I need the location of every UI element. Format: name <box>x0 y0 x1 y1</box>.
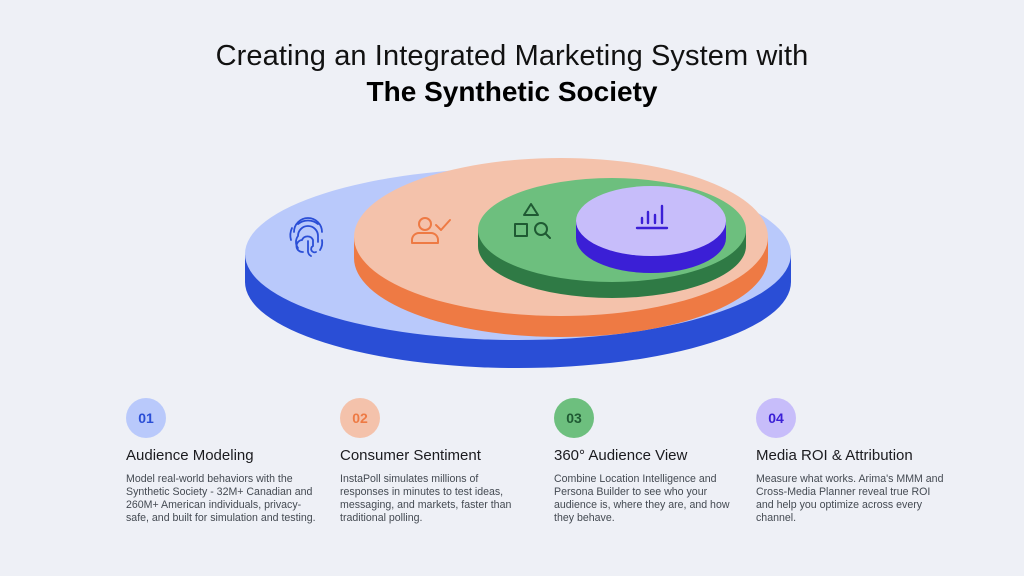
step-audience-modeling: 01 Audience Modeling Model real-world be… <box>126 398 316 525</box>
step-consumer-sentiment: 02 Consumer Sentiment InstaPoll simulate… <box>340 398 530 525</box>
page-title: Creating an Integrated Marketing System … <box>0 38 1024 110</box>
step-audience-view: 03 360° Audience View Combine Location I… <box>554 398 744 525</box>
layer-media-roi-top <box>576 186 726 256</box>
step-badge: 04 <box>756 398 796 438</box>
user-check-icon <box>411 217 451 244</box>
title-line-2: The Synthetic Society <box>366 76 658 107</box>
step-title: 360° Audience View <box>554 447 688 464</box>
layer-media-roi <box>576 186 726 273</box>
bar-chart-icon <box>635 204 669 230</box>
step-title: Media ROI & Attribution <box>756 447 913 464</box>
step-title: Audience Modeling <box>126 447 254 464</box>
step-badge: 03 <box>554 398 594 438</box>
step-description: Measure what works. Arima's MMM and Cros… <box>756 473 944 524</box>
fingerprint-icon <box>289 217 324 257</box>
step-badge: 01 <box>126 398 166 438</box>
step-title: Consumer Sentiment <box>340 447 481 464</box>
shapes-search-icon <box>514 203 551 239</box>
step-description: Combine Location Intelligence and Person… <box>554 473 730 524</box>
title-line-1: Creating an Integrated Marketing System … <box>215 40 809 72</box>
step-description: InstaPoll simulates millions of response… <box>340 473 512 524</box>
step-media-roi: 04 Media ROI & Attribution Measure what … <box>756 398 946 525</box>
step-badge: 02 <box>340 398 380 438</box>
step-description: Model real-world behaviors with the Synt… <box>126 473 316 524</box>
